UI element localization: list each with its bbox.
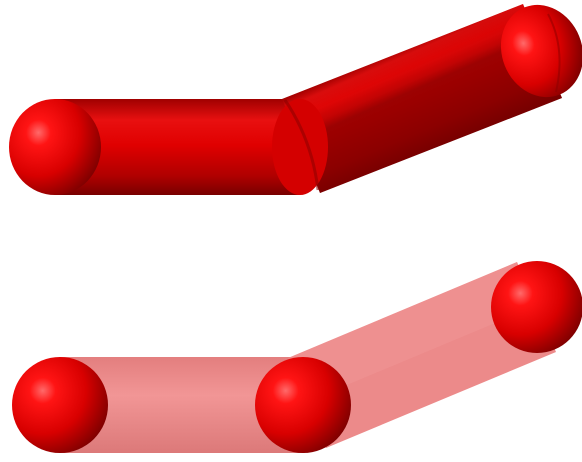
top-tube-model — [9, 0, 582, 195]
tube-end-cap-left — [9, 99, 101, 195]
tube-elbow-joint — [272, 99, 328, 195]
bottom-ball-stick-model — [12, 261, 582, 453]
sphere-joint-right — [491, 261, 582, 353]
sphere-joint-middle — [255, 357, 351, 453]
sphere-joint-left — [12, 357, 108, 453]
